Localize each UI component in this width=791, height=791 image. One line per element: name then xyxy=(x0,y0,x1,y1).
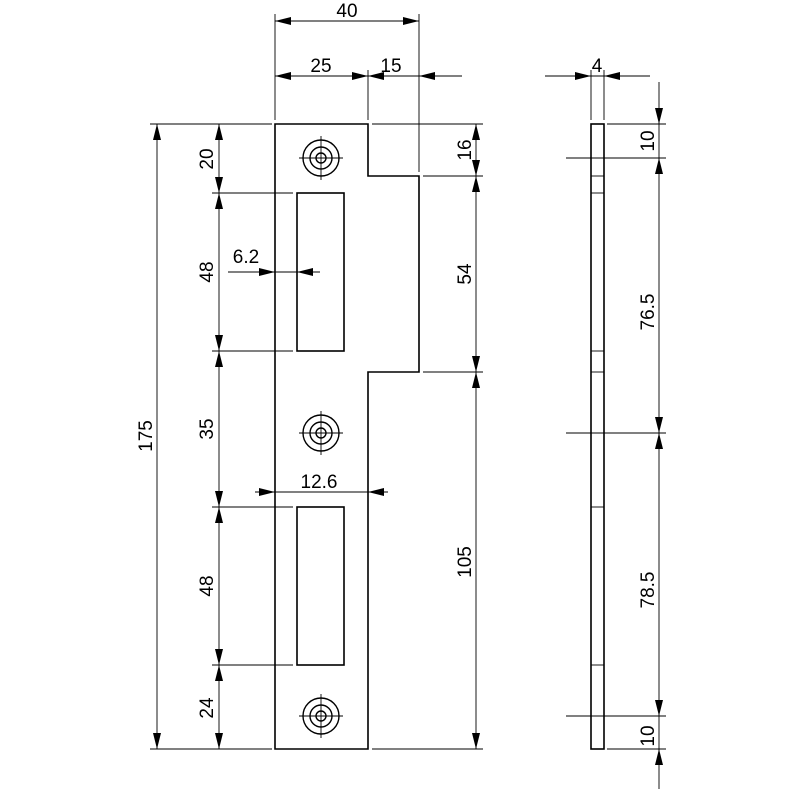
slot-width-dimension: 12.6 xyxy=(255,472,388,496)
right-chain-dimension: 16 54 105 xyxy=(372,123,483,750)
seg-bottom-label: 24 xyxy=(197,697,218,719)
overall-height-label: 175 xyxy=(136,420,157,452)
side-thickness-dimension: 4 xyxy=(545,56,650,120)
side-top-margin-label: 10 xyxy=(638,130,659,151)
seg-middle-label: 35 xyxy=(197,418,218,439)
thickness-label: 4 xyxy=(592,56,603,77)
slot-width-label: 12.6 xyxy=(301,472,338,493)
side-lower-span-label: 78.5 xyxy=(638,572,659,609)
lower-latch-slot xyxy=(296,506,345,666)
overall-height-dimension: 175 xyxy=(136,123,272,750)
width-left-label: 25 xyxy=(310,56,331,77)
overall-width-label: 40 xyxy=(336,1,357,22)
side-upper-span-label: 76.5 xyxy=(638,294,659,331)
width-right-label: 15 xyxy=(380,56,401,77)
seg-top-label: 20 xyxy=(197,148,218,169)
slot-offset-label: 6.2 xyxy=(233,247,259,268)
bottom-screw-hole-icon xyxy=(299,694,343,738)
left-chain-dimension: 20 48 35 48 24 xyxy=(197,124,293,749)
top-screw-hole-icon xyxy=(299,136,343,180)
seg-slot-upper-label: 48 xyxy=(197,261,218,282)
middle-screw-hole-icon xyxy=(299,411,343,455)
step-height-label: 54 xyxy=(455,263,476,285)
split-width-dimension: 25 15 xyxy=(275,56,462,120)
seg-slot-lower-label: 48 xyxy=(197,575,218,596)
side-view-plate xyxy=(590,123,605,750)
side-bottom-margin-label: 10 xyxy=(638,725,659,746)
step-top-label: 16 xyxy=(455,139,476,160)
side-chain-dimension: 10 76.5 78.5 10 xyxy=(566,82,666,789)
step-bottom-label: 105 xyxy=(455,546,476,578)
plate-outline xyxy=(274,123,420,750)
overall-width-dimension: 40 xyxy=(274,1,420,172)
slot-offset-dimension: 6.2 xyxy=(228,247,320,276)
